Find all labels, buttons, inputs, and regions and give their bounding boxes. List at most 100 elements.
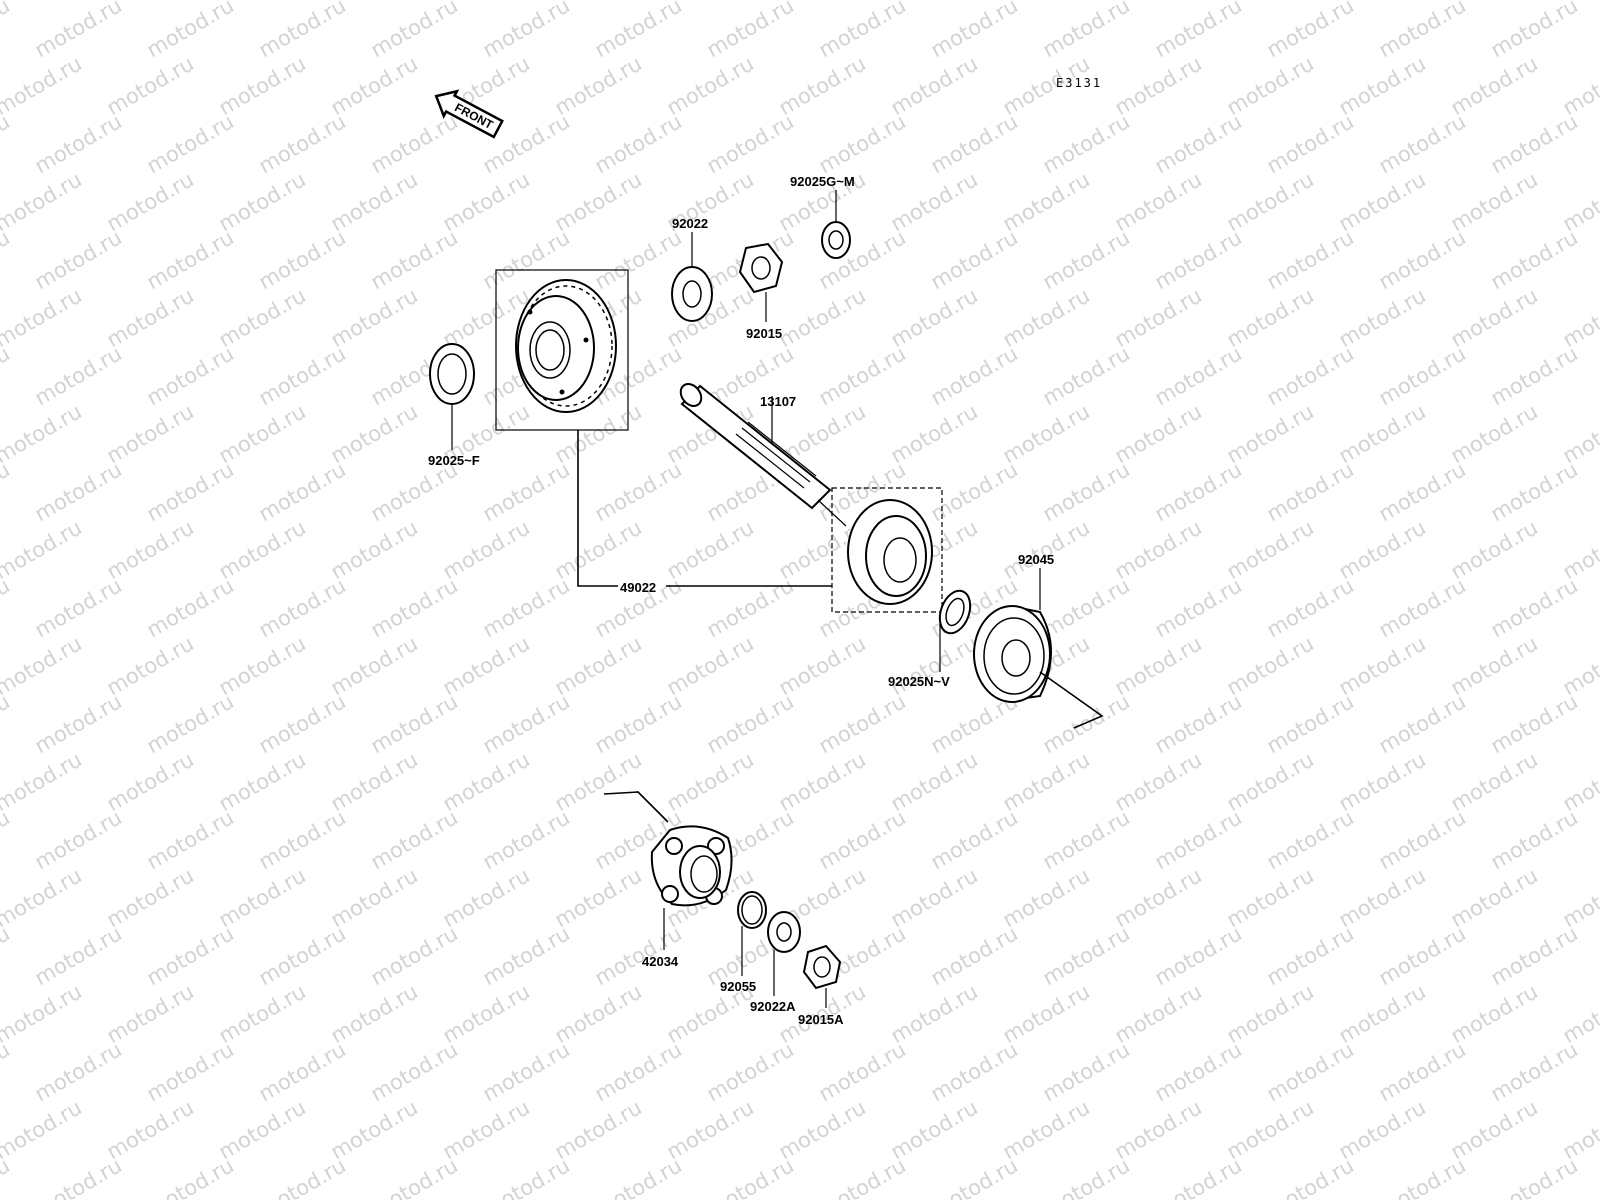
watermark-text: motod.ru	[31, 109, 126, 178]
watermark-text: motod.ru	[0, 921, 14, 990]
watermark-text: motod.ru	[1223, 747, 1318, 816]
label-49022: 49022	[620, 580, 656, 595]
watermark-text: motod.ru	[591, 0, 686, 62]
watermark-text: motod.ru	[815, 0, 910, 62]
watermark-text: motod.ru	[1447, 747, 1542, 816]
watermark-text: motod.ru	[103, 283, 198, 352]
watermark-text: motod.ru	[479, 921, 574, 990]
watermark-text: motod.ru	[1263, 805, 1358, 874]
watermark-text: motod.ru	[327, 1095, 422, 1164]
watermark-text: motod.ru	[143, 1037, 238, 1106]
watermark-text: motod.ru	[31, 921, 126, 990]
watermark-text: motod.ru	[1335, 747, 1430, 816]
watermark-text: motod.ru	[31, 457, 126, 526]
watermark-text: motod.ru	[591, 225, 686, 294]
watermark-text: motod.ru	[1487, 1037, 1582, 1106]
watermark-text: motod.ru	[591, 1153, 686, 1200]
watermark-text: motod.ru	[1223, 167, 1318, 236]
watermark-text: motod.ru	[143, 689, 238, 758]
watermark-text: motod.ru	[999, 399, 1094, 468]
watermark-text: motod.ru	[927, 341, 1022, 410]
watermark-text: motod.ru	[479, 1037, 574, 1106]
watermark-text: motod.ru	[591, 109, 686, 178]
watermark-text: motod.ru	[255, 457, 350, 526]
watermark-text: motod.ru	[1375, 225, 1470, 294]
watermark-text: motod.ru	[143, 1153, 238, 1200]
nut-92015a	[802, 944, 842, 1008]
label-13107: 13107	[760, 394, 796, 409]
watermark-text: motod.ru	[815, 109, 910, 178]
watermark-text: motod.ru	[551, 631, 646, 700]
watermark-text: motod.ru	[1263, 225, 1358, 294]
watermark-text: motod.ru	[1223, 51, 1318, 120]
watermark-text: motod.ru	[439, 515, 534, 584]
label-92022a: 92022A	[750, 999, 796, 1014]
watermark-text: motod.ru	[1375, 0, 1470, 62]
watermark-text: motod.ru	[927, 457, 1022, 526]
watermark-text: motod.ru	[703, 109, 798, 178]
watermark-text: motod.ru	[327, 747, 422, 816]
watermark-text: motod.ru	[479, 573, 574, 642]
watermark-text: motod.ru	[1487, 689, 1582, 758]
watermark-text: motod.ru	[887, 283, 982, 352]
watermark-text: motod.ru	[1223, 1095, 1318, 1164]
watermark-text: motod.ru	[703, 0, 798, 62]
watermark-text: motod.ru	[255, 1153, 350, 1200]
label-92015: 92015	[746, 326, 782, 341]
watermark-text: motod.ru	[103, 863, 198, 932]
watermark-text: motod.ru	[887, 747, 982, 816]
watermark-text: motod.ru	[1111, 1095, 1206, 1164]
watermark-text: motod.ru	[0, 0, 14, 62]
watermark-text: motod.ru	[327, 283, 422, 352]
watermark-text: motod.ru	[1375, 921, 1470, 990]
watermark-text: motod.ru	[815, 805, 910, 874]
watermark-text: motod.ru	[1335, 399, 1430, 468]
bearing-92045	[973, 568, 1104, 729]
watermark-text: motod.ru	[1151, 573, 1246, 642]
watermark-text: motod.ru	[775, 631, 870, 700]
watermark-text: motod.ru	[1447, 283, 1542, 352]
watermark-text: motod.ru	[255, 921, 350, 990]
watermark-text: motod.ru	[1447, 167, 1542, 236]
watermark-text: motod.ru	[999, 515, 1094, 584]
watermark-text: motod.ru	[1335, 283, 1430, 352]
watermark-text: motod.ru	[1039, 457, 1134, 526]
shim-92025gm	[821, 190, 851, 259]
label-92015a: 92015A	[798, 1012, 844, 1027]
watermark-text: motod.ru	[1447, 863, 1542, 932]
watermark-text: motod.ru	[551, 747, 646, 816]
watermark-text: motod.ru	[31, 0, 126, 62]
watermark-text: motod.ru	[927, 805, 1022, 874]
watermark-text: motod.ru	[1151, 689, 1246, 758]
watermark-text: motod.ru	[815, 341, 910, 410]
label-92022: 92022	[672, 216, 708, 231]
watermark-text: motod.ru	[887, 863, 982, 932]
watermark-text: motod.ru	[1559, 283, 1600, 352]
watermark-text: motod.ru	[31, 573, 126, 642]
watermark-text: motod.ru	[1111, 399, 1206, 468]
watermark-text: motod.ru	[143, 573, 238, 642]
watermark-text: motod.ru	[1151, 805, 1246, 874]
watermark-text: motod.ru	[1223, 863, 1318, 932]
watermark-text: motod.ru	[31, 689, 126, 758]
watermark-text: motod.ru	[999, 1095, 1094, 1164]
watermark-text: motod.ru	[103, 51, 198, 120]
watermark-text: motod.ru	[143, 341, 238, 410]
watermark-text: motod.ru	[1263, 573, 1358, 642]
watermark-text: motod.ru	[1039, 1153, 1134, 1200]
label-42034: 42034	[642, 954, 679, 969]
watermark-text: motod.ru	[31, 341, 126, 410]
watermark-text: motod.ru	[143, 109, 238, 178]
watermark-text: motod.ru	[31, 805, 126, 874]
watermark-text: motod.ru	[1151, 341, 1246, 410]
lower-reference-line	[603, 791, 669, 823]
watermark-text: motod.ru	[0, 0, 86, 4]
watermark-text: motod.ru	[1263, 109, 1358, 178]
watermark-text: motod.ru	[1263, 1153, 1358, 1200]
shim-92025nv	[938, 589, 972, 672]
watermark-text: motod.ru	[1487, 1153, 1582, 1200]
watermark-text: motod.ru	[703, 1037, 798, 1106]
watermark-text: motod.ru	[1151, 1037, 1246, 1106]
watermark-text: motod.ru	[1151, 457, 1246, 526]
watermark-text: motod.ru	[775, 747, 870, 816]
